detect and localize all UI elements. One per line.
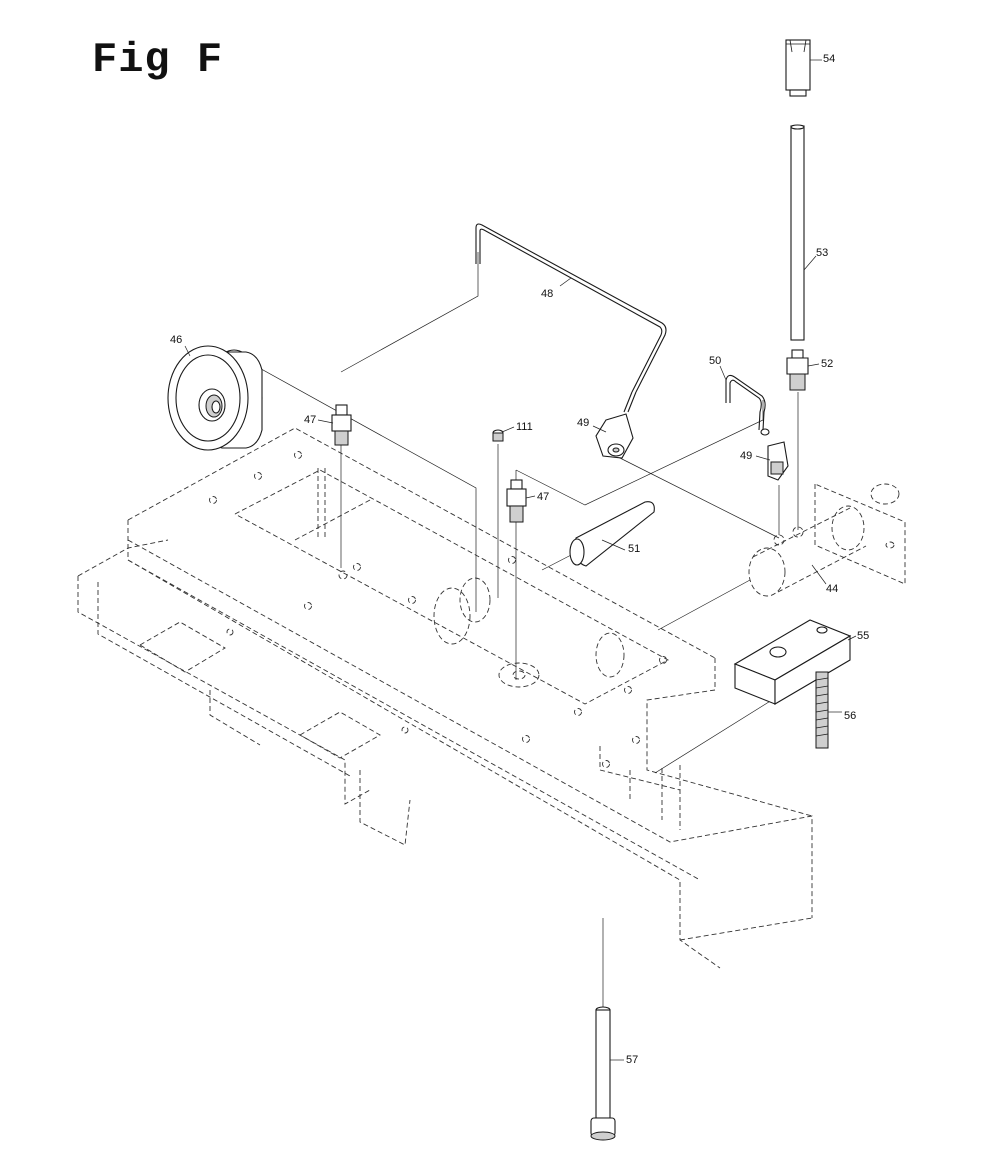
callout-111: 111	[516, 421, 533, 433]
mount-bracket-part-44	[748, 483, 906, 597]
pin-part-51	[569, 501, 655, 567]
callout-leaders	[184, 59, 857, 1061]
fitting-part-52	[786, 349, 809, 391]
elbow-part-49-left	[595, 413, 634, 459]
callout-44: 44	[826, 583, 838, 595]
callout-51: 51	[628, 543, 640, 555]
callout-47-center: 47	[537, 491, 549, 503]
base-frame	[77, 427, 813, 969]
callout-49-left: 49	[577, 417, 589, 429]
callout-53: 53	[816, 247, 828, 259]
threaded-rod-part-56	[815, 671, 829, 749]
callout-52: 52	[821, 358, 833, 370]
callout-55: 55	[857, 630, 869, 642]
callout-49-right: 49	[740, 450, 752, 462]
callout-54: 54	[823, 53, 835, 65]
gear-part-46	[167, 345, 263, 451]
oil-line-part-50	[725, 374, 770, 436]
callout-labels: 54 53 52 48 46 50 47 111 49 49 47 51 44 …	[170, 53, 869, 1066]
callout-56: 56	[844, 710, 856, 722]
oil-line-part-48	[475, 223, 667, 413]
assembly-leader-lines	[244, 252, 799, 1080]
fitting-part-47-left	[331, 404, 352, 446]
tube-part-53	[790, 124, 805, 341]
set-screw-part-111	[492, 429, 504, 442]
fitting-part-54	[785, 39, 811, 97]
callout-47-left: 47	[304, 414, 316, 426]
elbow-part-49-right	[767, 441, 789, 481]
callout-48: 48	[541, 288, 553, 300]
callout-46: 46	[170, 334, 182, 346]
fitting-part-47-center	[506, 479, 527, 523]
bolt-part-57	[590, 1006, 616, 1141]
callout-57: 57	[626, 1054, 638, 1066]
callout-50: 50	[709, 355, 721, 367]
figure-title: Fig F	[92, 36, 224, 84]
block-part-55	[733, 619, 852, 705]
